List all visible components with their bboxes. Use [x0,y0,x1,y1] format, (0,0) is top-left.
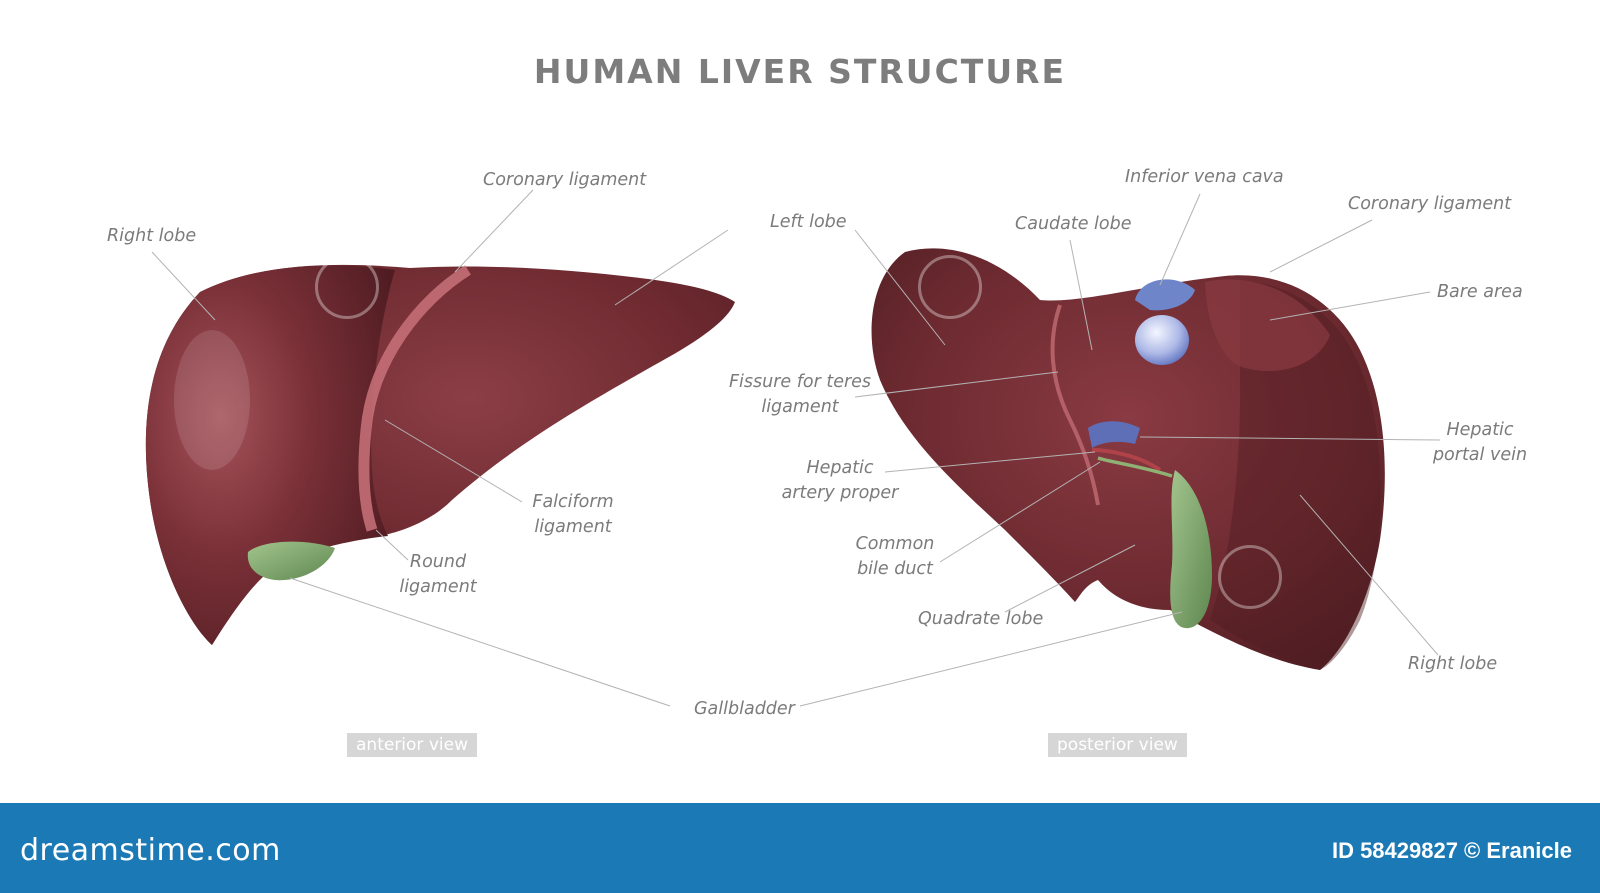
watermark-icon [918,255,982,319]
label-round-ligament: Round ligament [388,550,488,600]
leader-right-lobe-a [151,251,216,321]
vena-cava-top-shape [1135,279,1195,311]
image-credit: ID 58429827 © Eranicle [1331,838,1572,863]
common-bile-duct-shape [1097,456,1173,478]
leader-left-lobe-p [854,229,946,346]
posterior-gallbladder-shape [1170,470,1212,629]
label-fissure-line1: Fissure for teres [728,372,872,392]
label-left-lobe: Left lobe [770,212,847,232]
anterior-gallbladder-shape [247,541,335,581]
leader-bile [939,461,1101,563]
leader-coronary-a [454,189,534,273]
label-falciform-line1: Falciform [532,492,614,512]
diagram-canvas: HUMAN LIVER STRUCTURE Coronary ligament … [107,52,1540,757]
leader-quadrate [1004,544,1136,613]
hepatic-portal-vein-shape [1088,421,1140,448]
label-right-lobe-posterior: Right lobe [1408,654,1498,674]
label-bile-line2: bile duct [857,559,933,579]
label-bile-line1: Common [855,534,935,554]
anterior-highlight [174,330,250,470]
leader-coronary-p [1269,219,1373,273]
bare-area-shape [1205,279,1330,372]
leader-fissure [854,371,1059,398]
falciform-ligament-shape [358,265,471,532]
posterior-view-caption: posterior view [1048,733,1187,757]
leader-gallbladder-p [799,611,1183,707]
label-fissure-teres: Fissure for teres ligament [720,370,880,420]
label-falciform-line2: ligament [534,517,612,537]
label-coronary-ligament-anterior: Coronary ligament [483,170,647,190]
label-round-line1: Round [409,552,467,572]
leader-caudate [1069,239,1093,351]
watermark-icon [1218,545,1282,609]
hepatic-artery-shape [1091,448,1162,472]
leader-ivc [1159,193,1201,286]
label-inferior-vena-cava: Inferior vena cava [1125,167,1284,187]
leader-gallbladder-a [289,577,671,707]
liver-illustration [145,189,1441,707]
label-gallbladder: Gallbladder [694,699,795,719]
footer-bar: dreamstime.com ID 58429827 © Eranicle [0,803,1600,893]
label-portal-line1: Hepatic [1446,420,1514,440]
watermark-icon [315,255,379,319]
label-portal-line2: portal vein [1432,445,1528,465]
leader-right-lobe-p [1299,494,1439,656]
leader-lines [151,189,1441,707]
label-caudate-lobe: Caudate lobe [1015,214,1132,234]
label-artery-line1: Hepatic [806,458,874,478]
label-falciform-ligament: Falciform ligament [518,490,628,540]
anterior-right-lobe-shade [145,265,395,645]
label-round-line2: ligament [399,577,477,597]
anterior-view-caption: anterior view [347,733,477,757]
label-fissure-line2: ligament [761,397,839,417]
leader-portal [1139,436,1441,441]
leader-round [375,529,409,561]
leader-bare [1269,291,1431,321]
fissure-teres-shape [1050,304,1100,506]
label-bare-area: Bare area [1437,282,1523,302]
vena-cava-shape [1135,315,1189,365]
label-right-lobe-anterior: Right lobe [107,226,197,246]
leader-left-lobe-a [614,229,729,306]
brand-logo[interactable]: dreamstime.com [20,833,281,868]
label-hepatic-artery-proper: Hepatic artery proper [770,456,910,506]
label-coronary-ligament-posterior: Coronary ligament [1348,194,1512,214]
leader-artery [884,451,1096,473]
label-quadrate-lobe: Quadrate lobe [918,609,1044,629]
label-common-bile-duct: Common bile duct [845,532,945,582]
leader-falciform [384,419,523,503]
label-hepatic-portal-vein: Hepatic portal vein [1420,418,1540,468]
diagram-title: HUMAN LIVER STRUCTURE [533,52,1067,91]
label-artery-line2: artery proper [781,483,899,503]
